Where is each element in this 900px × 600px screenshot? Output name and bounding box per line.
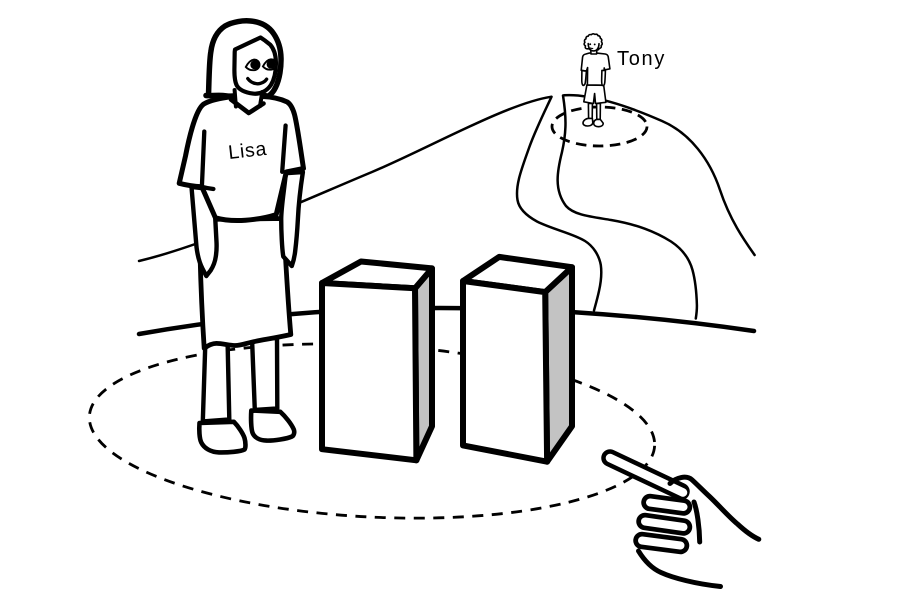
svg-text:Lisa: Lisa xyxy=(227,138,268,164)
svg-text:Tony: Tony xyxy=(617,48,666,70)
